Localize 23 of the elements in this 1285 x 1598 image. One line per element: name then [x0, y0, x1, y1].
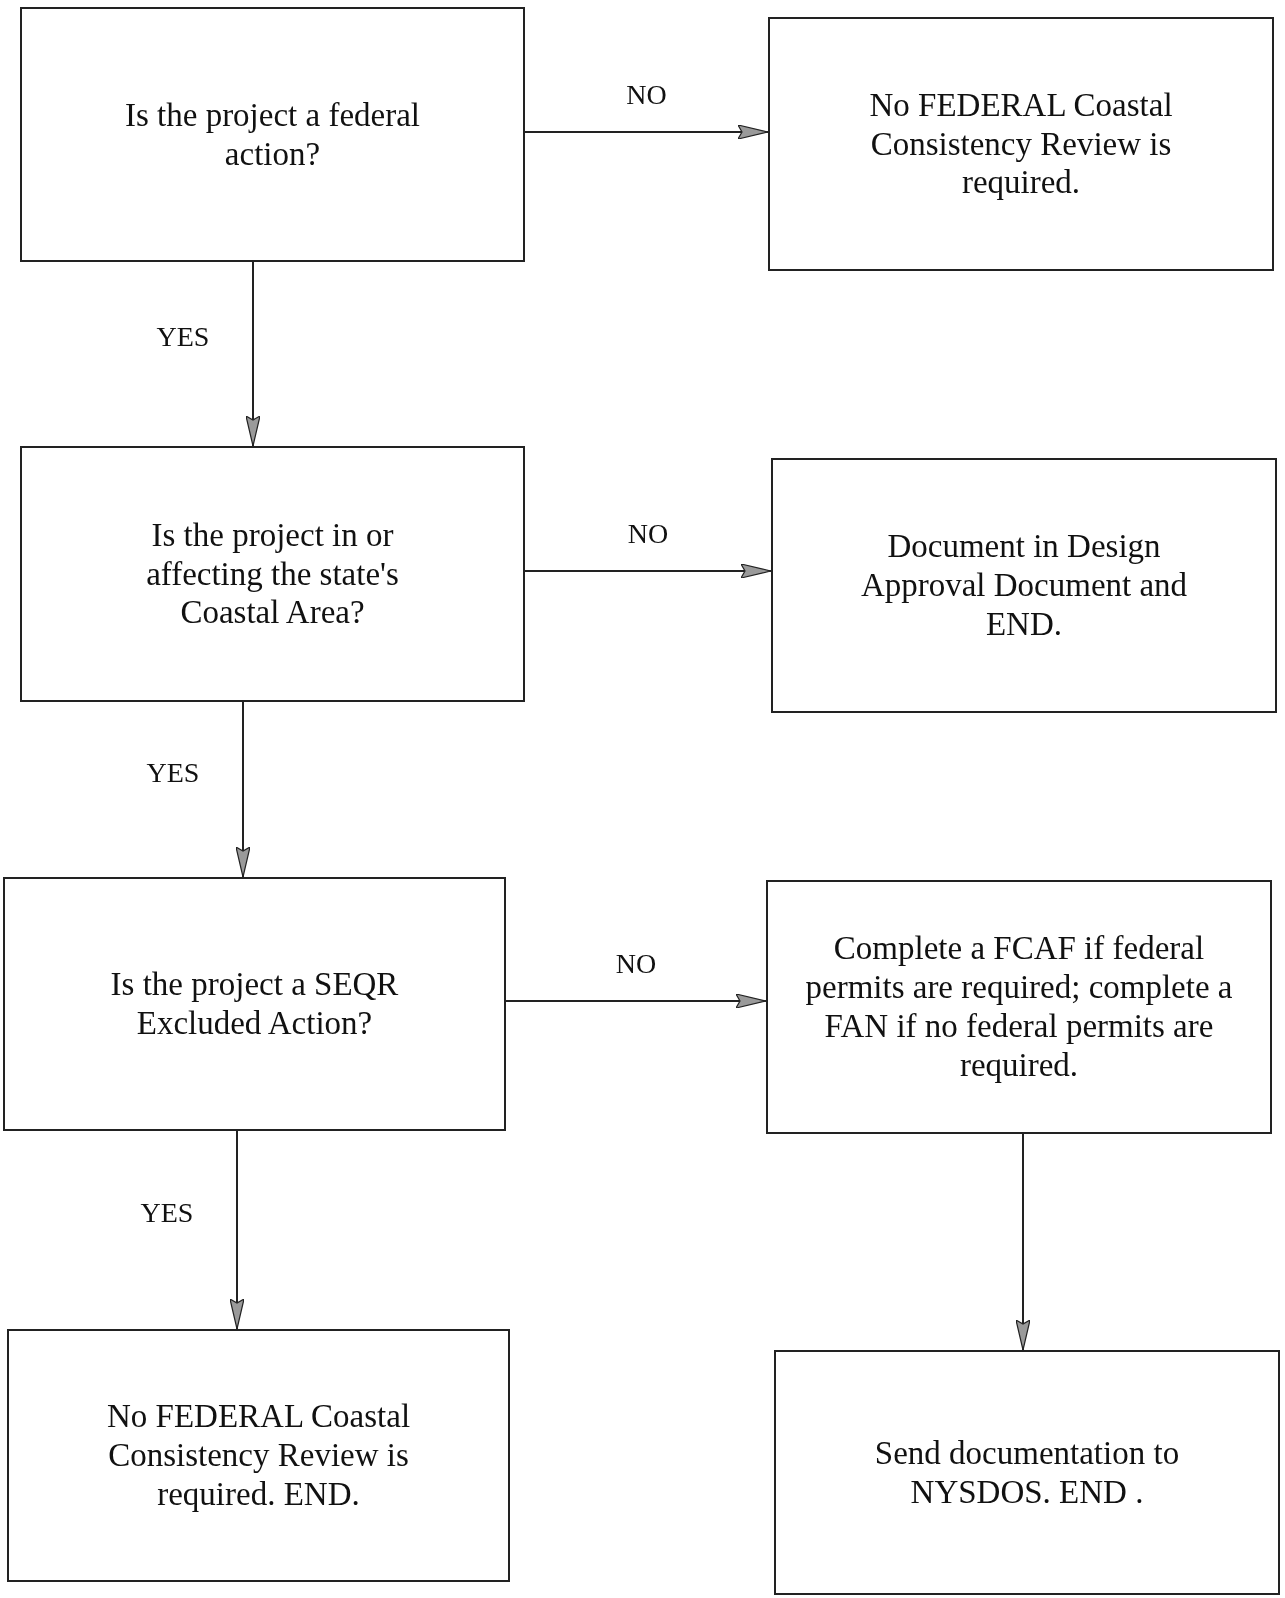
arrow [235, 701, 251, 878]
process-box [768, 17, 1274, 271]
arrow [229, 1130, 245, 1330]
box-text: Send documentation to NYSDOS. END . [873, 1433, 1181, 1512]
process-box [771, 458, 1277, 713]
process-box [3, 877, 506, 1131]
process-box [20, 7, 525, 262]
box-text: Document in Design Approval Document and END. [859, 527, 1189, 644]
arrow [1015, 1133, 1031, 1351]
arrow [524, 563, 772, 579]
process-box [7, 1329, 510, 1582]
process-box [20, 446, 525, 702]
box-text: No FEDERAL Coastal Consistency Review is required. [868, 85, 1174, 203]
box-text: Is the project a SEQR Excluded Action? [109, 965, 400, 1043]
arrow [245, 261, 261, 447]
box-text: Is the project a federal action? [124, 95, 421, 174]
arrow [524, 124, 769, 140]
arrow [505, 993, 767, 1009]
process-box [774, 1350, 1280, 1595]
box-text: Complete a FCAF if federal permits are required; complete a FAN if no federal permits are required. [804, 929, 1234, 1085]
process-box [766, 880, 1272, 1134]
box-text: No FEDERAL Coastal Consistency Review is required. END. [105, 1397, 412, 1514]
box-text: Is the project in or affecting the state's Coastal Area? [145, 515, 400, 633]
